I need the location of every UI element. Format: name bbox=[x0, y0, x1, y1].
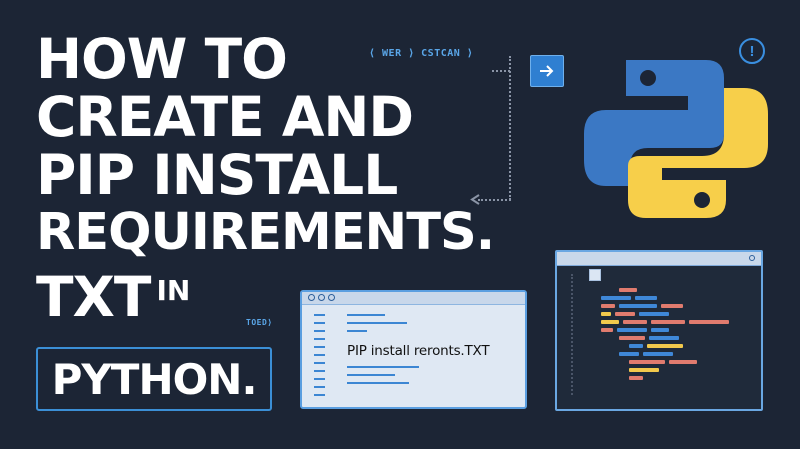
code-tag-side: TOED⟩ bbox=[246, 318, 273, 327]
code-line bbox=[689, 320, 729, 324]
code-line bbox=[601, 296, 631, 300]
terminal-command: PIP install reronts.TXT bbox=[347, 343, 490, 359]
terminal-line bbox=[347, 314, 385, 316]
arrow-right-icon bbox=[540, 65, 554, 77]
connector-arrowhead-icon bbox=[470, 194, 480, 205]
headline: HOW TO CREATE AND PIP INSTALL REQUIREMEN… bbox=[36, 27, 495, 326]
terminal-line bbox=[314, 394, 325, 396]
python-badge: PYTHON. bbox=[36, 347, 272, 411]
code-line bbox=[651, 320, 685, 324]
terminal-line bbox=[314, 354, 325, 356]
headline-line-3: PIP INSTALL bbox=[36, 143, 398, 207]
exclamation-icon: ! bbox=[739, 38, 765, 64]
code-line bbox=[629, 360, 665, 364]
editor-titlebar bbox=[557, 252, 761, 266]
terminal-line bbox=[314, 338, 325, 340]
terminal-window: PIP install reronts.TXT bbox=[300, 290, 527, 409]
terminal-line bbox=[347, 374, 395, 376]
connector-horizontal bbox=[478, 199, 511, 201]
code-line bbox=[601, 312, 611, 316]
terminal-titlebar bbox=[302, 292, 525, 305]
code-line bbox=[601, 328, 613, 332]
window-dot-icon bbox=[318, 294, 325, 301]
python-logo bbox=[584, 60, 768, 218]
code-line bbox=[629, 368, 659, 372]
code-line bbox=[601, 320, 619, 324]
code-editor-window bbox=[555, 250, 763, 411]
terminal-line bbox=[347, 366, 419, 368]
terminal-line bbox=[314, 346, 325, 348]
code-line bbox=[651, 328, 669, 332]
terminal-line bbox=[347, 330, 367, 332]
window-dot-icon bbox=[749, 255, 755, 261]
code-line bbox=[619, 352, 639, 356]
code-line bbox=[649, 336, 679, 340]
connector-vertical bbox=[509, 56, 511, 200]
code-line bbox=[619, 304, 657, 308]
terminal-line bbox=[347, 382, 409, 384]
terminal-line bbox=[314, 330, 325, 332]
code-line bbox=[643, 352, 673, 356]
terminal-line bbox=[314, 386, 325, 388]
code-line bbox=[639, 312, 669, 316]
terminal-line bbox=[314, 378, 325, 380]
code-line bbox=[661, 304, 683, 308]
terminal-line bbox=[314, 370, 325, 372]
headline-line-4: REQUIREMENTS. bbox=[36, 203, 495, 262]
code-line bbox=[619, 336, 645, 340]
code-line bbox=[623, 320, 647, 324]
terminal-line bbox=[314, 362, 325, 364]
arrow-button[interactable] bbox=[530, 55, 564, 87]
code-line bbox=[635, 296, 657, 300]
code-line bbox=[601, 304, 615, 308]
headline-in: IN bbox=[156, 274, 191, 307]
terminal-line bbox=[314, 322, 325, 324]
editor-gutter bbox=[571, 274, 573, 395]
connector-top bbox=[492, 70, 510, 72]
headline-line-1: HOW TO bbox=[36, 27, 288, 91]
code-line bbox=[669, 360, 697, 364]
code-line bbox=[629, 344, 643, 348]
code-line bbox=[629, 376, 643, 380]
code-tag-top: ⟨ WER ⟩ CSTCAN ⟩ bbox=[369, 48, 474, 59]
terminal-line bbox=[314, 314, 325, 316]
editor-file-icon bbox=[589, 269, 601, 281]
window-dot-icon bbox=[328, 294, 335, 301]
window-dot-icon bbox=[308, 294, 315, 301]
code-line bbox=[617, 328, 647, 332]
code-line bbox=[615, 312, 635, 316]
headline-line-2: CREATE AND bbox=[36, 85, 414, 149]
headline-txt: TXT bbox=[36, 265, 151, 329]
terminal-line bbox=[347, 322, 407, 324]
code-line bbox=[619, 288, 637, 292]
code-line bbox=[647, 344, 683, 348]
python-badge-label: PYTHON. bbox=[51, 354, 258, 404]
